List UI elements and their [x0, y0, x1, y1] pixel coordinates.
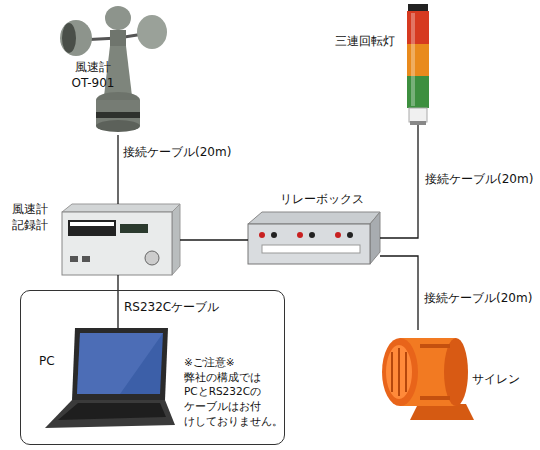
tower-light-node: 三連回転灯	[403, 4, 433, 125]
note-text: ※ご注意※ 弊社の構成では PCとRS232Cの ケーブルはお付 けしておりませ…	[184, 355, 283, 428]
light-base	[409, 108, 427, 122]
recorder-paper	[70, 222, 114, 226]
cable-line	[180, 239, 248, 240]
device-label: 風速計 OT-901	[70, 60, 116, 91]
relay-strip	[262, 245, 360, 253]
cable-label: 接続ケーブル(20m)	[424, 291, 532, 307]
anemometer	[60, 6, 167, 132]
light-cap	[408, 4, 428, 11]
recorder-display	[120, 224, 148, 233]
relay-top	[248, 212, 380, 224]
anemometer-base	[96, 120, 140, 132]
relay-box	[248, 212, 380, 264]
siren-face	[386, 345, 412, 399]
recorder-node: 風速計 記録計	[62, 204, 180, 275]
anemometer-cup	[105, 6, 131, 30]
anemometer-node: 風速計 OT-901	[60, 0, 170, 135]
device-label: 三連回転灯	[335, 34, 401, 50]
laptop	[45, 328, 175, 428]
laptop-lid	[72, 328, 168, 400]
pc-node: PC	[41, 328, 176, 431]
cable-line	[380, 125, 418, 238]
light-green	[407, 76, 429, 108]
siren-back	[444, 338, 468, 406]
recorder-printer	[68, 220, 116, 236]
recorder	[62, 204, 180, 275]
siren-mount	[410, 404, 474, 420]
recorder-front	[62, 212, 172, 275]
light-red	[407, 11, 429, 44]
anemometer-hub	[110, 30, 126, 46]
relay-box-node: リレーボックス	[248, 212, 380, 264]
laptop-screen-shine	[77, 333, 163, 394]
siren-grill	[398, 348, 400, 396]
cable-line	[117, 275, 118, 328]
cable-label: 接続ケーブル(20m)	[425, 172, 533, 188]
light-highlight	[411, 13, 415, 106]
anemometer-cup	[60, 20, 92, 56]
relay-side	[370, 212, 380, 264]
siren-front	[382, 338, 418, 406]
siren	[382, 338, 474, 420]
siren-grill	[391, 352, 393, 392]
light-mount	[410, 121, 426, 125]
recorder-side	[172, 204, 180, 275]
anemometer-band	[96, 112, 140, 118]
recorder-top	[62, 204, 180, 212]
relay-terminal	[271, 232, 277, 238]
relay-terminal	[347, 232, 353, 238]
relay-front	[248, 224, 370, 264]
recorder-button	[70, 256, 78, 262]
relay-terminal	[309, 232, 315, 238]
relay-terminal	[259, 232, 265, 238]
device-label: PC	[39, 354, 69, 370]
relay-terminal	[335, 232, 341, 238]
device-label: 風速計 記録計	[12, 202, 54, 233]
device-label: リレーボックス	[280, 192, 380, 208]
siren-node: サイレン	[380, 330, 472, 420]
siren-slot	[420, 396, 450, 400]
device-label: サイレン	[472, 372, 536, 388]
tower-light	[407, 4, 429, 125]
cable-label: 接続ケーブル(20m)	[123, 145, 231, 161]
siren-slot	[420, 344, 450, 348]
recorder-button	[82, 256, 90, 262]
anemometer-cup	[137, 15, 167, 49]
laptop-base	[45, 400, 175, 428]
cable-label: RS232Cケーブル	[124, 300, 219, 316]
recorder-knob	[145, 251, 159, 265]
anemometer-cup-inner	[62, 23, 76, 53]
light-orange	[407, 44, 429, 76]
laptop-keyboard	[58, 403, 166, 420]
laptop-screen	[77, 333, 163, 394]
cable-line	[117, 135, 118, 204]
cable-line	[380, 256, 418, 330]
siren-grill	[405, 352, 407, 392]
relay-terminal	[297, 232, 303, 238]
